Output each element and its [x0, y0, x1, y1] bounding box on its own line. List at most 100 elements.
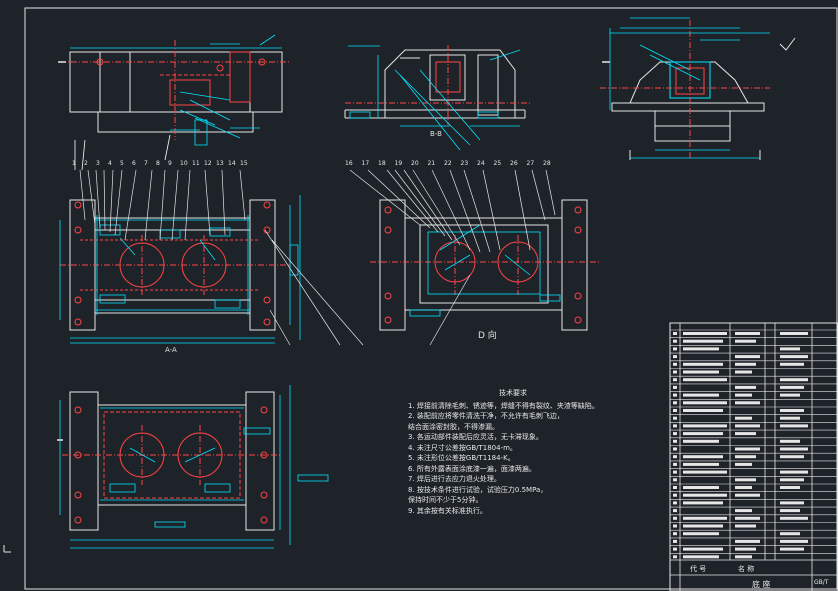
table-row-number [673, 501, 677, 505]
balloon-number: 23 [460, 160, 469, 167]
table-cell-text [735, 547, 756, 551]
table-row-number [673, 393, 677, 397]
table-cell-text [683, 493, 727, 497]
table-cell-text [735, 455, 756, 459]
table-cell-text [683, 424, 727, 428]
table-cell-text [683, 393, 719, 397]
table-row-number [673, 416, 677, 420]
view-d[interactable] [349, 169, 600, 346]
section-marks [57, 61, 610, 441]
table-cell-text [735, 362, 756, 366]
table-cell-text [780, 409, 804, 412]
balloon-number: 3 [96, 160, 100, 167]
balloon-number: 12 [204, 160, 212, 167]
plan-view[interactable] [59, 385, 329, 549]
balloon-number: 20 [411, 160, 419, 167]
side-view[interactable] [600, 17, 796, 160]
balloon-number: 6 [132, 160, 136, 167]
table-cell-text [780, 509, 800, 513]
table-cell-text [780, 447, 808, 451]
drawing-border [24, 7, 838, 590]
table-cell-text [780, 455, 804, 459]
balloon-number: 15 [240, 160, 248, 167]
table-cell-text [780, 362, 804, 366]
table-cell-text [683, 409, 723, 412]
table-cell-text [683, 339, 723, 343]
tech-note-line: 保持时间不少于5分钟。 [408, 496, 483, 504]
tech-note-line: 5. 未注形位公差按GB/T1184-K。 [408, 454, 515, 462]
tech-note-line: 3. 各运动部件装配后应灵活，无卡滞现象。 [408, 433, 543, 441]
table-row-number [673, 447, 677, 451]
tech-note-line: 6. 所有外露表面涂底漆一遍，面漆两遍。 [408, 464, 536, 473]
table-row-number [673, 455, 677, 459]
balloon-number: 17 [361, 160, 370, 167]
table-row-number [673, 347, 677, 351]
table-row-number [673, 509, 677, 513]
table-cell-text [683, 516, 727, 520]
front-elevation-view[interactable] [60, 34, 290, 171]
table-cell-text [780, 547, 804, 551]
table-cell-text [780, 470, 808, 474]
tech-note-line: 9. 其余按有关标准执行。 [408, 506, 487, 515]
table-cell-text [735, 355, 760, 359]
balloon-number: 18 [378, 160, 386, 167]
table-cell-text [780, 332, 808, 335]
table-cell-text [683, 401, 727, 405]
view-label-d: D 向 [478, 331, 497, 341]
table-cell-text [735, 416, 752, 420]
table-cell-text [683, 547, 723, 551]
balloon-number: 1 [72, 160, 76, 167]
table-cell-text [735, 539, 760, 543]
table-row-number [673, 524, 677, 528]
balloon-number: 5 [120, 160, 124, 167]
table-row-number [673, 555, 677, 559]
table-cell-text [780, 516, 808, 520]
table-cell-text [683, 332, 727, 335]
table-cell-text [780, 355, 808, 359]
table-cell-text [683, 462, 719, 466]
table-cell-text [780, 424, 808, 428]
title-block-name-header: 名 称 [738, 565, 755, 573]
table-cell-text [735, 432, 756, 436]
table-cell-text [735, 509, 752, 513]
view-label-b: B-B [430, 130, 442, 138]
title-block-code-header: 代 号 [690, 565, 707, 573]
table-cell-text [735, 385, 756, 389]
table-cell-text [735, 555, 752, 559]
table-cell-text [780, 378, 808, 382]
table-cell-text [683, 470, 727, 474]
balloon-number: 22 [444, 160, 452, 167]
table-cell-text [683, 439, 719, 443]
balloon-number: 11 [192, 160, 200, 167]
table-row-number [673, 462, 677, 466]
balloon-number: 26 [510, 160, 518, 167]
table-row-number [673, 355, 677, 359]
table-cell-text [683, 524, 723, 528]
table-row-number [673, 424, 677, 428]
table-row-number [673, 401, 677, 405]
technical-requirements: 技术要求 1. 焊接前清除毛刺、锈迹等，焊缝不得有裂纹、夹渣等缺陷。2. 装配前… [408, 388, 598, 516]
section-a-view[interactable] [59, 169, 364, 346]
table-row-number [673, 370, 677, 374]
section-b-view[interactable] [344, 45, 530, 151]
table-row-number [673, 470, 677, 474]
table-cell-text [735, 486, 752, 489]
table-cell-text [683, 378, 727, 382]
tech-note-line: 1. 焊接前清除毛刺、锈迹等，焊缝不得有裂纹、夹渣等缺陷。 [408, 401, 598, 410]
table-cell-text [780, 532, 800, 536]
table-row-number [673, 439, 677, 443]
balloon-number: 16 [345, 160, 353, 167]
table-cell-text [683, 555, 719, 559]
parts-list-table[interactable] [669, 322, 838, 591]
balloon-number: 19 [394, 160, 403, 167]
balloon-number: 14 [228, 160, 236, 167]
table-cell-text [780, 385, 804, 389]
table-row-number [673, 547, 677, 551]
balloon-number: 8 [156, 160, 160, 167]
balloon-number: 4 [108, 160, 112, 167]
table-cell-text [780, 439, 800, 443]
table-cell-text [735, 370, 752, 374]
